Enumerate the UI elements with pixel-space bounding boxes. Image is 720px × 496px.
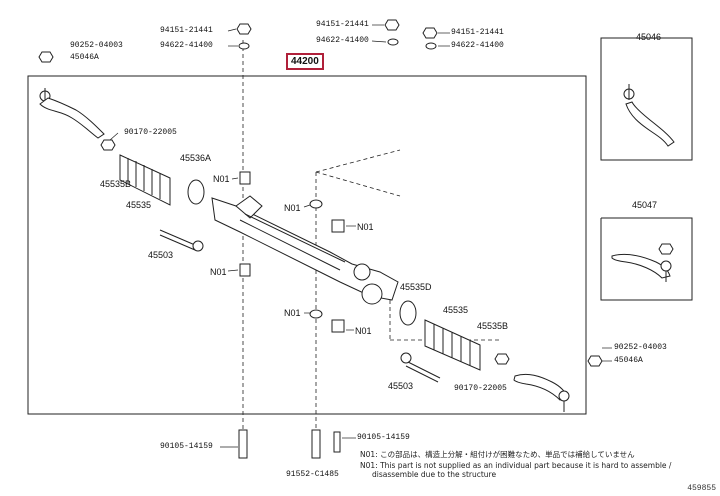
tie-rod-end-45046[interactable] xyxy=(623,84,675,147)
label-45046a[interactable]: 45046A xyxy=(70,53,99,62)
label-45536a[interactable]: 45536A xyxy=(180,153,212,163)
tie-rod-left[interactable] xyxy=(159,229,204,252)
tie-rod-right[interactable] xyxy=(400,352,441,383)
side-frame-45046 xyxy=(600,37,693,161)
label-45535b[interactable]: 45535B xyxy=(100,179,132,189)
nut[interactable] xyxy=(38,19,674,459)
label-94622-41400[interactable]: 94622-41400 xyxy=(160,41,213,50)
leader-line xyxy=(315,171,401,197)
label-45535b[interactable]: 45535B xyxy=(477,321,509,331)
label-94151-21441[interactable]: 94151-21441 xyxy=(451,28,504,37)
highlight-part-44200[interactable]: 44200 xyxy=(286,53,324,70)
label-n01[interactable]: N01 xyxy=(210,267,227,277)
note-english: N01: This part is not supplied as an ind… xyxy=(360,461,672,470)
tie-rod-end-left[interactable] xyxy=(39,88,105,139)
diagram-reference-code: 459855 xyxy=(687,484,716,493)
label-94622-41400[interactable]: 94622-41400 xyxy=(451,41,504,50)
label-90252-04003[interactable]: 90252-04003 xyxy=(614,343,667,352)
label-91552-c1485[interactable]: 91552-C1485 xyxy=(286,470,339,479)
clamp-45535d[interactable] xyxy=(399,300,417,326)
leader-line xyxy=(315,149,401,173)
note-japanese: N01: この部品は、構造上分解・組付けが困難なため、単品では補給していません xyxy=(360,450,635,459)
label-45047[interactable]: 45047 xyxy=(632,200,658,210)
label-90170-22005[interactable]: 90170-22005 xyxy=(454,384,507,393)
main-assembly-frame xyxy=(27,75,587,415)
label-n01[interactable]: N01 xyxy=(284,308,301,318)
boot-right[interactable] xyxy=(424,319,481,371)
label-90170-22005[interactable]: 90170-22005 xyxy=(124,128,177,137)
rack-housing-44200[interactable] xyxy=(211,195,399,305)
label-94151-21441[interactable]: 94151-21441 xyxy=(316,20,369,29)
label-90105-14159[interactable]: 90105-14159 xyxy=(357,433,410,442)
label-n01[interactable]: N01 xyxy=(213,174,230,184)
label-45503[interactable]: 45503 xyxy=(388,381,414,391)
label-90252-04003[interactable]: 90252-04003 xyxy=(70,41,123,50)
label-45046a[interactable]: 45046A xyxy=(614,356,643,365)
boot-left[interactable] xyxy=(119,154,171,206)
label-45046[interactable]: 45046 xyxy=(636,32,662,42)
label-94622-41400[interactable]: 94622-41400 xyxy=(316,36,369,45)
note-english-cont: disassemble due to the structure xyxy=(372,470,497,479)
label-94151-21441[interactable]: 94151-21441 xyxy=(160,26,213,35)
tie-rod-end-right[interactable] xyxy=(513,373,570,412)
clamp-45536a[interactable] xyxy=(187,179,205,205)
side-frame-45047 xyxy=(600,217,693,301)
label-n01[interactable]: N01 xyxy=(357,222,374,232)
label-45535[interactable]: 45535 xyxy=(126,200,152,210)
label-45503[interactable]: 45503 xyxy=(148,250,174,260)
label-45535d[interactable]: 45535D xyxy=(400,282,432,292)
label-45535[interactable]: 45535 xyxy=(443,305,469,315)
label-n01[interactable]: N01 xyxy=(284,203,301,213)
label-90105-14159[interactable]: 90105-14159 xyxy=(160,442,213,451)
label-n01[interactable]: N01 xyxy=(355,326,372,336)
tie-rod-end-45047[interactable] xyxy=(611,253,672,282)
